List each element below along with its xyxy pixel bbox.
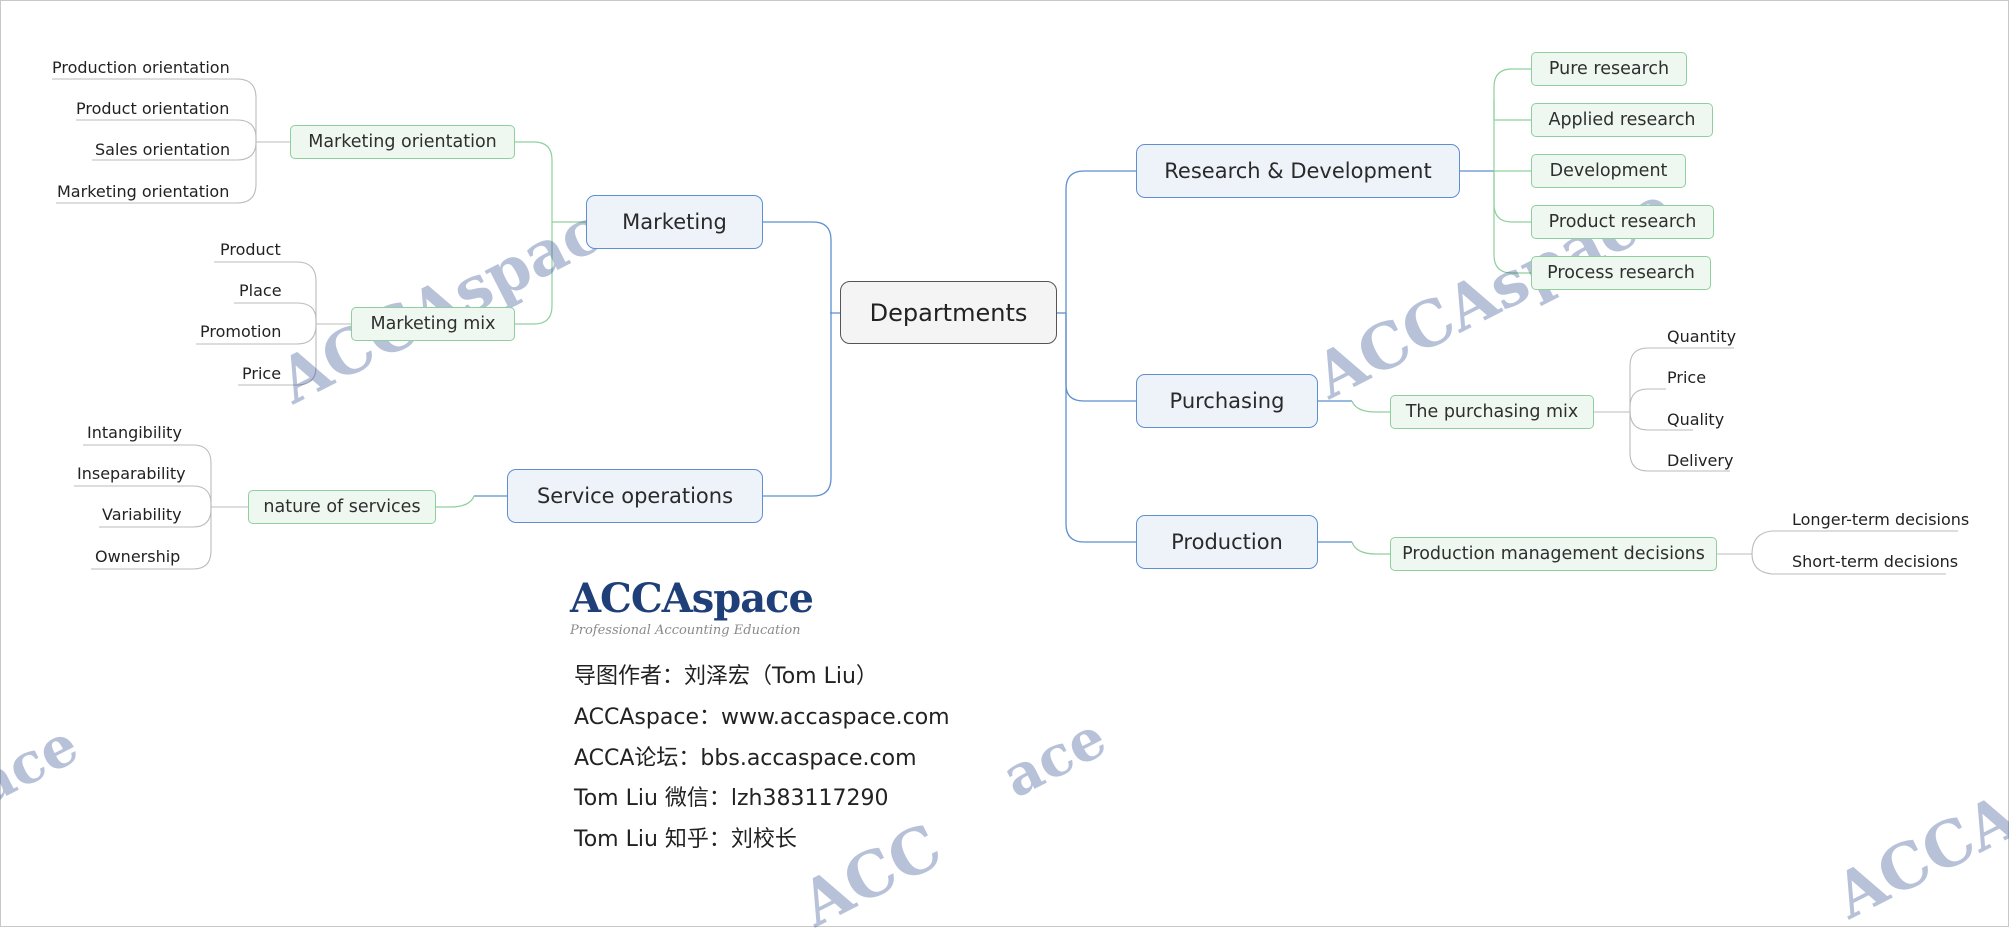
brand-logo: ACCAspace: [570, 575, 814, 622]
wechat-line: Tom Liu 微信：lzh383117290: [574, 786, 889, 811]
subtopic-development[interactable]: Development: [1531, 154, 1686, 188]
leaf-quality[interactable]: Quality: [1667, 410, 1725, 429]
leaf-price[interactable]: Price: [1667, 368, 1707, 387]
leaf-sales-orientation[interactable]: Sales orientation: [95, 140, 231, 159]
leaf-marketing-orientation[interactable]: Marketing orientation: [57, 182, 230, 201]
root-node-departments[interactable]: Departments: [840, 281, 1057, 344]
branch-node-marketing[interactable]: Marketing: [586, 195, 763, 249]
leaf-price[interactable]: Price: [242, 364, 282, 383]
leaf-product-orientation[interactable]: Product orientation: [76, 99, 230, 118]
leaf-promotion[interactable]: Promotion: [200, 322, 282, 341]
leaf-production-orientation[interactable]: Production orientation: [52, 58, 230, 77]
branch-node-purchasing[interactable]: Purchasing: [1136, 374, 1318, 428]
subtopic-marketing-mix[interactable]: Marketing mix: [351, 307, 515, 341]
leaf-quantity[interactable]: Quantity: [1667, 327, 1737, 346]
branch-node-production[interactable]: Production: [1136, 515, 1318, 569]
subtopic-applied-research[interactable]: Applied research: [1531, 103, 1713, 137]
brand-tagline: Professional Accounting Education: [570, 623, 801, 638]
leaf-intangibility[interactable]: Intangibility: [87, 423, 182, 442]
leaf-delivery[interactable]: Delivery: [1667, 451, 1734, 470]
subtopic-product-research[interactable]: Product research: [1531, 205, 1714, 239]
leaf-product[interactable]: Product: [220, 240, 281, 259]
website-line: ACCAspace：www.accaspace.com: [574, 705, 950, 730]
brand-logo-block: ACCAspace Professional Accounting Educat…: [570, 575, 814, 638]
subtopic-marketing-orientation[interactable]: Marketing orientation: [290, 125, 515, 159]
branch-node-service-operations[interactable]: Service operations: [507, 469, 763, 523]
subtopic-purchasing-mix[interactable]: The purchasing mix: [1390, 395, 1594, 429]
leaf-ownership[interactable]: Ownership: [95, 547, 181, 566]
subtopic-process-research[interactable]: Process research: [1531, 256, 1711, 290]
leaf-longer-term-decisions[interactable]: Longer-term decisions: [1792, 510, 1970, 529]
leaf-variability[interactable]: Variability: [102, 505, 182, 524]
subtopic-pure-research[interactable]: Pure research: [1531, 52, 1687, 86]
leaf-inseparability[interactable]: Inseparability: [77, 464, 186, 483]
leaf-place[interactable]: Place: [239, 281, 282, 300]
author-line: 导图作者：刘泽宏（Tom Liu）: [574, 664, 878, 689]
branch-node-research-development[interactable]: Research & Development: [1136, 144, 1460, 198]
subtopic-nature-of-services[interactable]: nature of services: [248, 490, 436, 524]
subtopic-production-management-decisions[interactable]: Production management decisions: [1390, 537, 1717, 571]
zhihu-line: Tom Liu 知乎：刘校长: [574, 827, 797, 852]
forum-line: ACCA论坛：bbs.accaspace.com: [574, 746, 917, 771]
leaf-short-term-decisions[interactable]: Short-term decisions: [1792, 552, 1959, 571]
